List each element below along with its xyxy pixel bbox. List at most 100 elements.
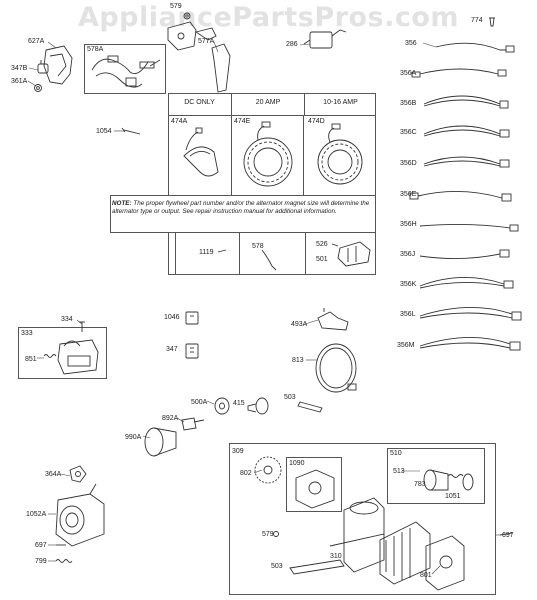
label-503-starter: 503 <box>271 563 283 570</box>
bolt-1054 <box>121 127 141 135</box>
cover-627A <box>43 45 73 85</box>
bracket-493A <box>317 308 349 331</box>
label-415: 415 <box>233 400 245 407</box>
bracket-503-starter <box>289 559 345 575</box>
code-474A: 474A <box>171 118 188 125</box>
leader-lines <box>27 41 500 575</box>
header-10-16-amp: 10-16 AMP <box>323 99 358 106</box>
label-526: 526 <box>316 241 328 248</box>
clamp-813 <box>315 343 357 393</box>
label-627A: 627A <box>28 38 45 45</box>
label-356K: 356K <box>400 281 417 288</box>
label-813: 813 <box>292 357 304 364</box>
bolt-310 <box>329 533 385 547</box>
label-356H: 356H <box>400 221 417 228</box>
header-dc-only: DC ONLY <box>184 99 215 106</box>
label-356M: 356M <box>397 342 415 349</box>
label-774: 774 <box>471 17 483 24</box>
label-1051: 1051 <box>445 493 461 500</box>
starter-1052A <box>55 483 105 547</box>
spring-799 <box>55 559 73 563</box>
label-356C: 356C <box>400 129 417 136</box>
header-sep-2 <box>304 93 305 115</box>
nut-364A <box>69 465 87 483</box>
spring-783 <box>447 474 464 478</box>
accessory-row-box <box>175 233 376 275</box>
watermark: AppliancePartsPros.com <box>77 2 460 33</box>
label-361A: 361A <box>11 78 28 85</box>
screen-990A <box>144 427 177 457</box>
label-333: 333 <box>21 330 33 337</box>
drive-513 <box>423 469 449 491</box>
plug-361A <box>34 84 42 92</box>
regulator-501 <box>337 241 371 267</box>
label-356E: 356E <box>400 191 417 198</box>
endcap-1090 <box>295 469 335 509</box>
switch-347 <box>185 343 199 359</box>
label-579: 579 <box>170 3 182 10</box>
label-783: 783 <box>414 481 426 488</box>
label-1052A: 1052A <box>26 511 47 518</box>
label-356: 356 <box>405 40 417 47</box>
label-577A: 577A <box>198 38 215 45</box>
code-474E: 474E <box>234 118 251 125</box>
code-474D: 474D <box>308 118 325 125</box>
label-364A: 364A <box>45 471 62 478</box>
label-356L: 356L <box>400 311 416 318</box>
label-892A: 892A <box>162 415 179 422</box>
accessory-sep-2 <box>305 233 306 275</box>
nut-892A <box>181 417 205 431</box>
cup-415 <box>247 397 269 415</box>
label-1054: 1054 <box>96 128 112 135</box>
pinion-1051 <box>462 473 474 491</box>
screw-334 <box>79 321 85 332</box>
bracket-577A <box>167 21 231 93</box>
alternator-474E <box>243 121 293 187</box>
label-1119: 1119 <box>199 249 214 256</box>
label-1046: 1046 <box>164 314 180 321</box>
alternator-474A <box>183 127 219 177</box>
nut-579 <box>183 12 191 20</box>
starter-housing <box>343 497 385 573</box>
harness-578A <box>91 55 161 88</box>
callout-box-333 <box>18 327 107 379</box>
note-text: The proper flywheel part number and/or t… <box>112 200 370 215</box>
screw-774 <box>489 17 495 27</box>
spring-851 <box>43 354 57 358</box>
callout-box-474E <box>231 115 304 195</box>
label-510: 510 <box>390 450 402 457</box>
alternator-474D <box>317 123 363 185</box>
callout-box-510 <box>387 448 485 504</box>
label-799: 799 <box>35 558 47 565</box>
label-500A: 500A <box>191 399 208 406</box>
label-501: 501 <box>316 256 328 263</box>
nut-579-starter <box>273 531 279 537</box>
label-578: 578 <box>252 243 264 250</box>
accessory-sep-1 <box>239 233 240 275</box>
label-578A: 578A <box>87 46 104 53</box>
note-box <box>110 195 376 233</box>
label-697: 697 <box>35 542 47 549</box>
label-802: 802 <box>240 470 252 477</box>
label-286: 286 <box>286 41 298 48</box>
label-356J: 356J <box>400 251 416 258</box>
label-1090: 1090 <box>289 460 305 467</box>
label-851: 851 <box>25 356 37 363</box>
washer-500A <box>214 397 230 415</box>
plate-503 <box>297 401 323 413</box>
starter-end-801 <box>425 535 465 591</box>
wire-578 <box>261 249 277 271</box>
callout-box-474A <box>168 115 232 195</box>
header-row-line <box>168 115 376 116</box>
bolt-697-starter <box>499 532 513 536</box>
flywheel-note: NOTE: The proper flywheel part number an… <box>112 200 374 215</box>
header-sep-1 <box>231 93 232 115</box>
label-310: 310 <box>330 553 342 560</box>
switch-1046 <box>185 311 199 325</box>
label-697-starter: 697 <box>502 532 514 539</box>
wire-harness-356 <box>409 42 522 351</box>
label-990A: 990A <box>125 434 142 441</box>
label-356D: 356D <box>400 160 417 167</box>
